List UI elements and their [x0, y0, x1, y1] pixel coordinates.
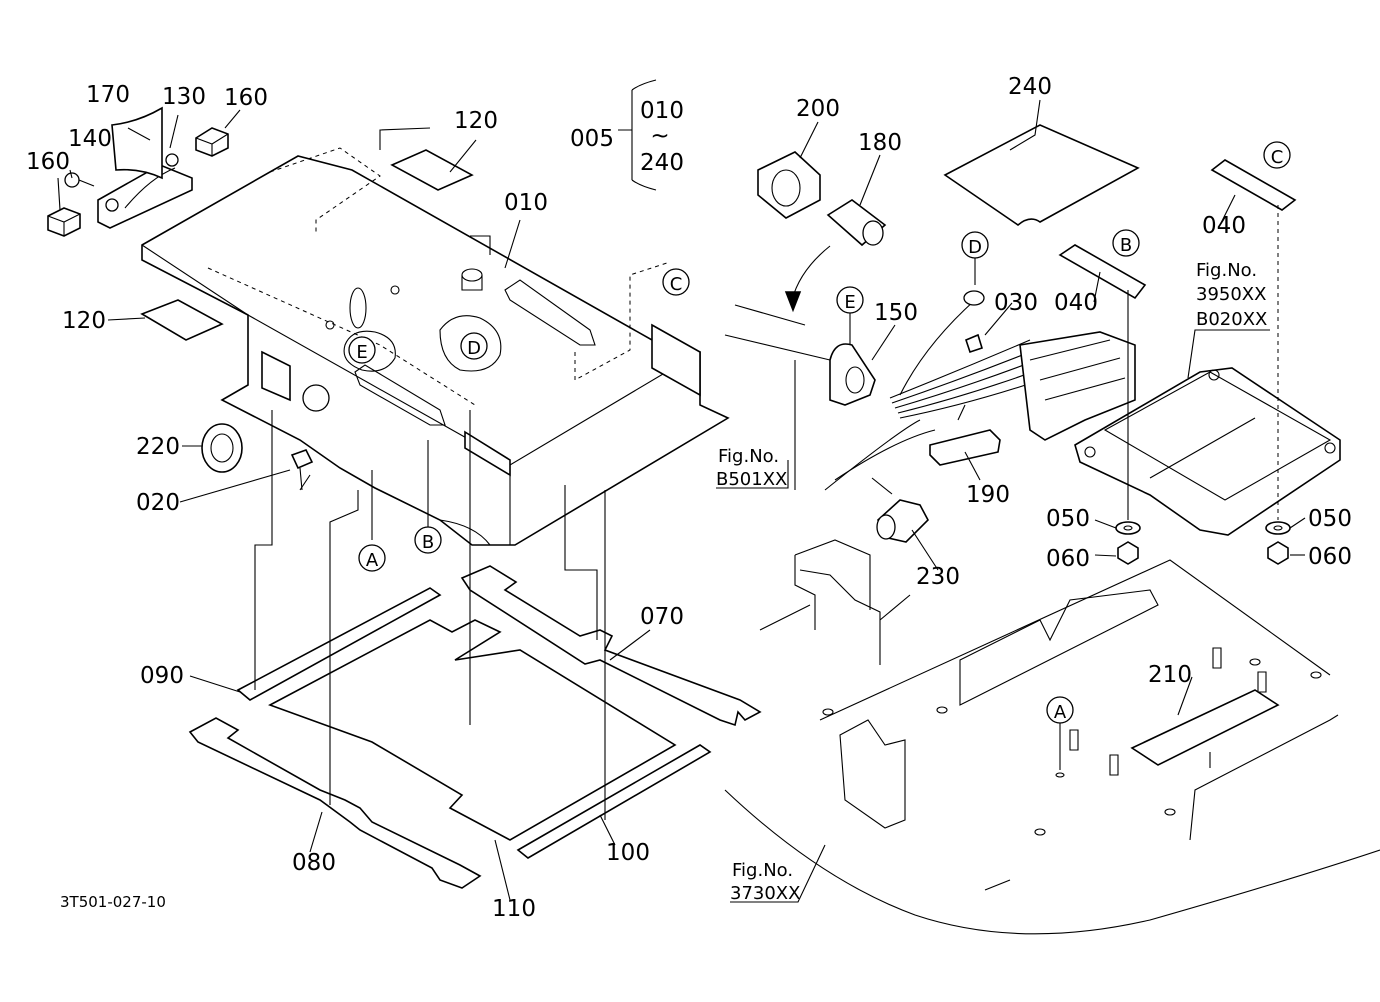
marker-a-left: A	[366, 550, 379, 571]
marker-a-right: A	[1054, 702, 1067, 723]
fig-b020-number: B020XX	[1196, 309, 1267, 330]
wire-harness	[889, 331, 1136, 441]
label-030: 030	[994, 290, 1038, 316]
plate-040-c	[1210, 159, 1297, 211]
label-190: 190	[966, 482, 1010, 508]
base-plate	[724, 559, 1380, 935]
drawing-code: 3T501-027-10	[60, 893, 166, 911]
label-120-top: 120	[454, 108, 498, 134]
figure-references: Fig.No. B501XX Fig.No. 3950XX B020XX Fig…	[716, 260, 1267, 904]
marker-d-right: D	[968, 237, 982, 258]
ferrite-core-200	[757, 151, 821, 219]
part-labels: 170 130 160 140 160 120 120 010 005 010 …	[26, 74, 1352, 922]
clip-030	[899, 290, 985, 396]
label-070: 070	[640, 604, 684, 630]
fig-3730-prefix: Fig.No.	[732, 860, 793, 881]
washer-050-right	[1265, 521, 1291, 535]
label-130: 130	[162, 84, 206, 110]
label-050-right: 050	[1308, 506, 1352, 532]
label-180: 180	[858, 130, 902, 156]
label-200: 200	[796, 96, 840, 122]
gasket-070	[460, 565, 762, 727]
plate-040-b	[1058, 244, 1147, 300]
label-060-right: 060	[1308, 544, 1352, 570]
block-160-right	[195, 127, 229, 157]
pad-120-lower	[140, 299, 224, 341]
gasket-080	[188, 717, 482, 889]
controller-unit	[1074, 367, 1341, 536]
sheet-240	[943, 124, 1140, 227]
block-160-left	[47, 207, 81, 237]
sleeve-230	[871, 477, 929, 543]
mount-bracket	[759, 539, 911, 665]
label-210	[1130, 689, 1280, 766]
bolt-020	[290, 449, 314, 491]
label-040-b: 040	[1054, 290, 1098, 316]
label-010: 010	[504, 190, 548, 216]
label-210: 210	[1148, 662, 1192, 688]
nut-060-left	[1117, 541, 1139, 565]
fig-3950-number: 3950XX	[1196, 284, 1266, 305]
tube-190	[929, 429, 1001, 466]
label-range-from: 010	[640, 98, 684, 124]
label-230: 230	[916, 564, 960, 590]
leader-lines-left	[57, 79, 657, 901]
washer-050-left	[1115, 521, 1141, 535]
gasket-100	[516, 744, 712, 859]
label-110: 110	[492, 896, 536, 922]
marker-c-right: C	[1271, 147, 1284, 168]
pad-120-upper	[390, 149, 474, 191]
label-020: 020	[136, 490, 180, 516]
screw-140	[64, 172, 95, 188]
gasket-090	[236, 587, 442, 701]
label-060-left: 060	[1046, 546, 1090, 572]
label-150: 150	[874, 300, 918, 326]
leader-lines-right	[716, 99, 1306, 903]
fig-3950-prefix: Fig.No.	[1196, 260, 1257, 281]
plate-110	[268, 619, 677, 841]
grommet-150	[829, 343, 876, 406]
label-160-left: 160	[26, 149, 70, 175]
marker-e-left: E	[356, 342, 367, 363]
label-040-c: 040	[1202, 213, 1246, 239]
label-050-left: 050	[1046, 506, 1090, 532]
fig-b501-prefix: Fig.No.	[718, 446, 779, 467]
marker-b-right: B	[1120, 235, 1132, 256]
label-220: 220	[136, 434, 180, 460]
fig-3730-number: 3730XX	[730, 883, 800, 904]
label-170: 170	[86, 82, 130, 108]
grommet-220	[201, 423, 243, 473]
label-160-top: 160	[224, 85, 268, 111]
marker-b-left: B	[422, 532, 434, 553]
tab-170	[111, 106, 163, 180]
tray-010	[141, 127, 730, 546]
fig-b501-number: B501XX	[716, 469, 787, 490]
marker-e-right: E	[844, 292, 855, 313]
nut-060-right	[1267, 541, 1289, 565]
label-100: 100	[606, 840, 650, 866]
label-range-tilde: ~	[650, 123, 669, 149]
marker-d-left: D	[467, 338, 481, 359]
sleeve-180	[826, 199, 887, 247]
label-090: 090	[140, 663, 184, 689]
label-080: 080	[292, 850, 336, 876]
marker-c-left: C	[670, 274, 683, 295]
label-range-to: 240	[640, 150, 684, 176]
label-140: 140	[68, 126, 112, 152]
label-120-left: 120	[62, 308, 106, 334]
label-005: 005	[570, 126, 614, 152]
label-240: 240	[1008, 74, 1052, 100]
